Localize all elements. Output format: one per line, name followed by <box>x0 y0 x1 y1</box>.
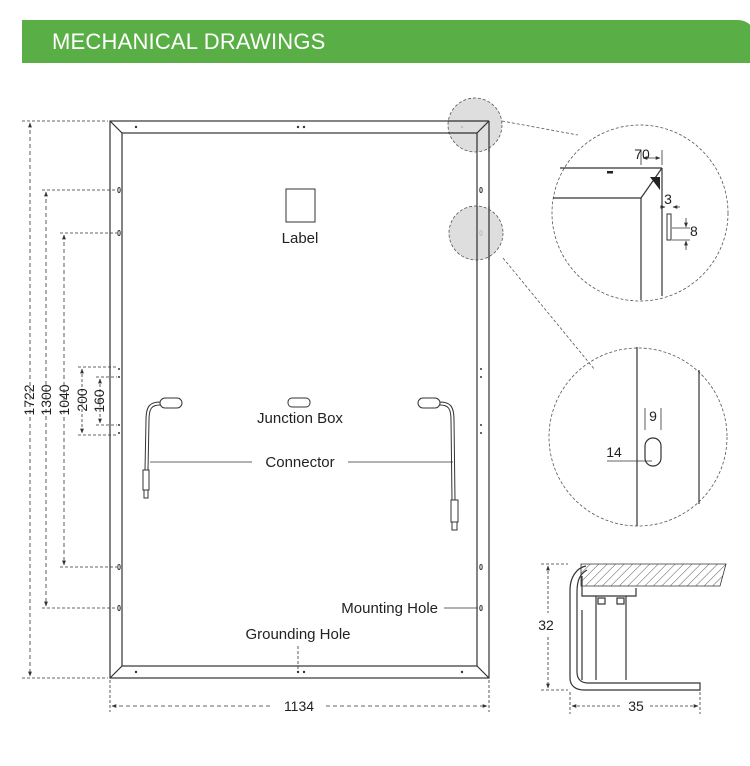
dim-1040: 1040 <box>56 384 72 415</box>
mounting-holes <box>117 187 483 611</box>
dim-1300: 1300 <box>38 384 54 415</box>
hole-detail: 9 14 <box>548 347 728 527</box>
page-title: MECHANICAL DRAWINGS <box>52 29 326 54</box>
grounding-dots <box>118 368 482 434</box>
frame-overdraw <box>448 120 490 260</box>
label-text: Label <box>282 230 319 247</box>
dim-160: 160 <box>91 389 107 413</box>
hole-dim-14: 14 <box>606 444 622 460</box>
grounding-hole-label: Grounding Hole <box>245 626 350 643</box>
hole-callout-circle <box>448 205 504 261</box>
junction-box-shape <box>287 397 311 408</box>
cables <box>142 397 459 531</box>
corner-dim-70: 70 <box>634 146 650 162</box>
dim-1134: 1134 <box>284 698 314 714</box>
connector-label: Connector <box>265 454 334 471</box>
profile-dim-35: 35 <box>628 698 644 714</box>
slot-hole-shape <box>644 437 662 467</box>
frame-profile: 32 35 <box>538 563 727 714</box>
mounting-hole-label: Mounting Hole <box>341 600 438 617</box>
corner-dim-3: 3 <box>664 191 672 207</box>
hole-dim-9: 9 <box>649 408 657 424</box>
junction-box-label: Junction Box <box>257 410 343 427</box>
header-banner: MECHANICAL DRAWINGS <box>22 20 750 63</box>
corner-callout-circle <box>447 97 503 153</box>
corner-dim-8: 8 <box>690 223 698 239</box>
dimension-lines <box>22 120 490 712</box>
corner-detail: 70 3 8 <box>551 124 729 302</box>
dim-200: 200 <box>74 388 90 412</box>
frame-dots <box>134 125 464 674</box>
detail-leaders <box>501 120 596 371</box>
panel-frame <box>109 120 490 679</box>
dim-1722: 1722 <box>21 384 37 415</box>
profile-dim-32: 32 <box>538 617 554 633</box>
label-box <box>285 188 316 223</box>
